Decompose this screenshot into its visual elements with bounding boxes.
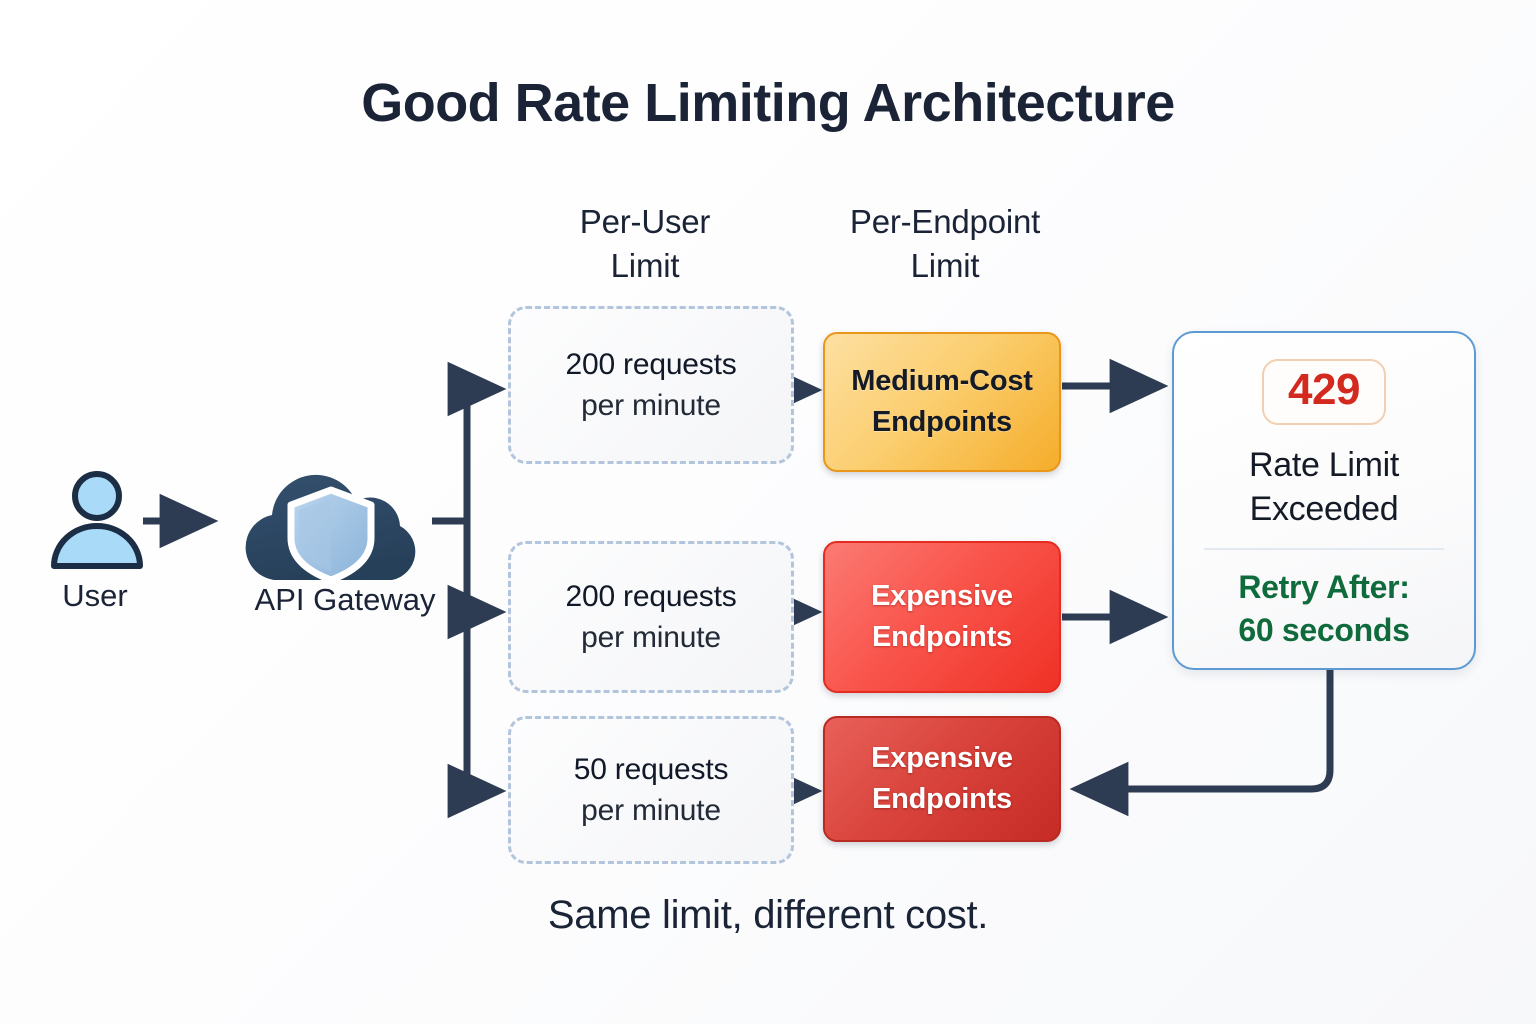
retry-after-line1: Retry After: [1238,569,1410,606]
status-badge: 429 [1262,359,1386,425]
page-title: Good Rate Limiting Architecture [361,73,1175,133]
response-title: Rate Limit Exceeded [1249,443,1399,531]
endpoint-tier-box-expensive-dark[interactable]: Expensive Endpoints [823,716,1061,842]
column-header-per-user-line2: Limit [610,246,680,284]
card-divider [1204,548,1444,551]
endpoint-tier-box-medium-cost[interactable]: Medium-Cost Endpoints [823,332,1061,472]
column-header-per-endpoint-line2: Limit [910,246,980,284]
per-user-limit-line2: per minute [581,389,721,422]
endpoint-tier-line1: Expensive [871,580,1013,613]
rate-limit-response-card[interactable]: 429 Rate Limit Exceeded Retry After: 60 … [1172,331,1476,670]
retry-after-text: Retry After: 60 seconds [1238,566,1410,650]
column-header-per-endpoint-line1: Per-Endpoint [849,203,1041,240]
endpoint-tier-line1: Medium-Cost [851,365,1033,398]
endpoint-tier-line2: Endpoints [872,621,1012,653]
diagram-caption: Same limit, different cost. [547,893,989,937]
per-user-limit-line1: 200 requests [565,347,737,381]
per-user-limit-line2: per minute [581,794,721,827]
user-label: User [62,578,128,613]
cloud-shield-icon [228,452,434,597]
per-user-limit-box[interactable]: 50 requests per minute [508,716,794,864]
response-title-line2: Exceeded [1249,490,1399,529]
user-avatar-icon [43,470,151,575]
column-header-per-endpoint: Per-Endpoint Limit [800,200,1090,287]
column-header-per-user-line1: Per-User [579,203,711,240]
per-user-limit-box[interactable]: 200 requests per minute [508,541,794,693]
endpoint-tier-line1: Expensive [871,742,1013,775]
response-title-line1: Rate Limit [1248,446,1400,484]
per-user-limit-box[interactable]: 200 requests per minute [508,306,794,464]
wire-retry-feedback [1069,668,1334,817]
retry-after-line2: 60 seconds [1238,611,1410,648]
endpoint-tier-line2: Endpoints [872,783,1012,815]
per-user-limit-line2: per minute [581,621,721,654]
endpoint-tier-box-expensive[interactable]: Expensive Endpoints [823,541,1061,693]
per-user-limit-line1: 200 requests [565,579,737,613]
api-gateway-label: API Gateway [254,582,436,617]
per-user-limit-line1: 50 requests [573,752,729,786]
column-header-per-user: Per-User Limit [520,200,770,287]
endpoint-tier-line2: Endpoints [872,406,1012,438]
